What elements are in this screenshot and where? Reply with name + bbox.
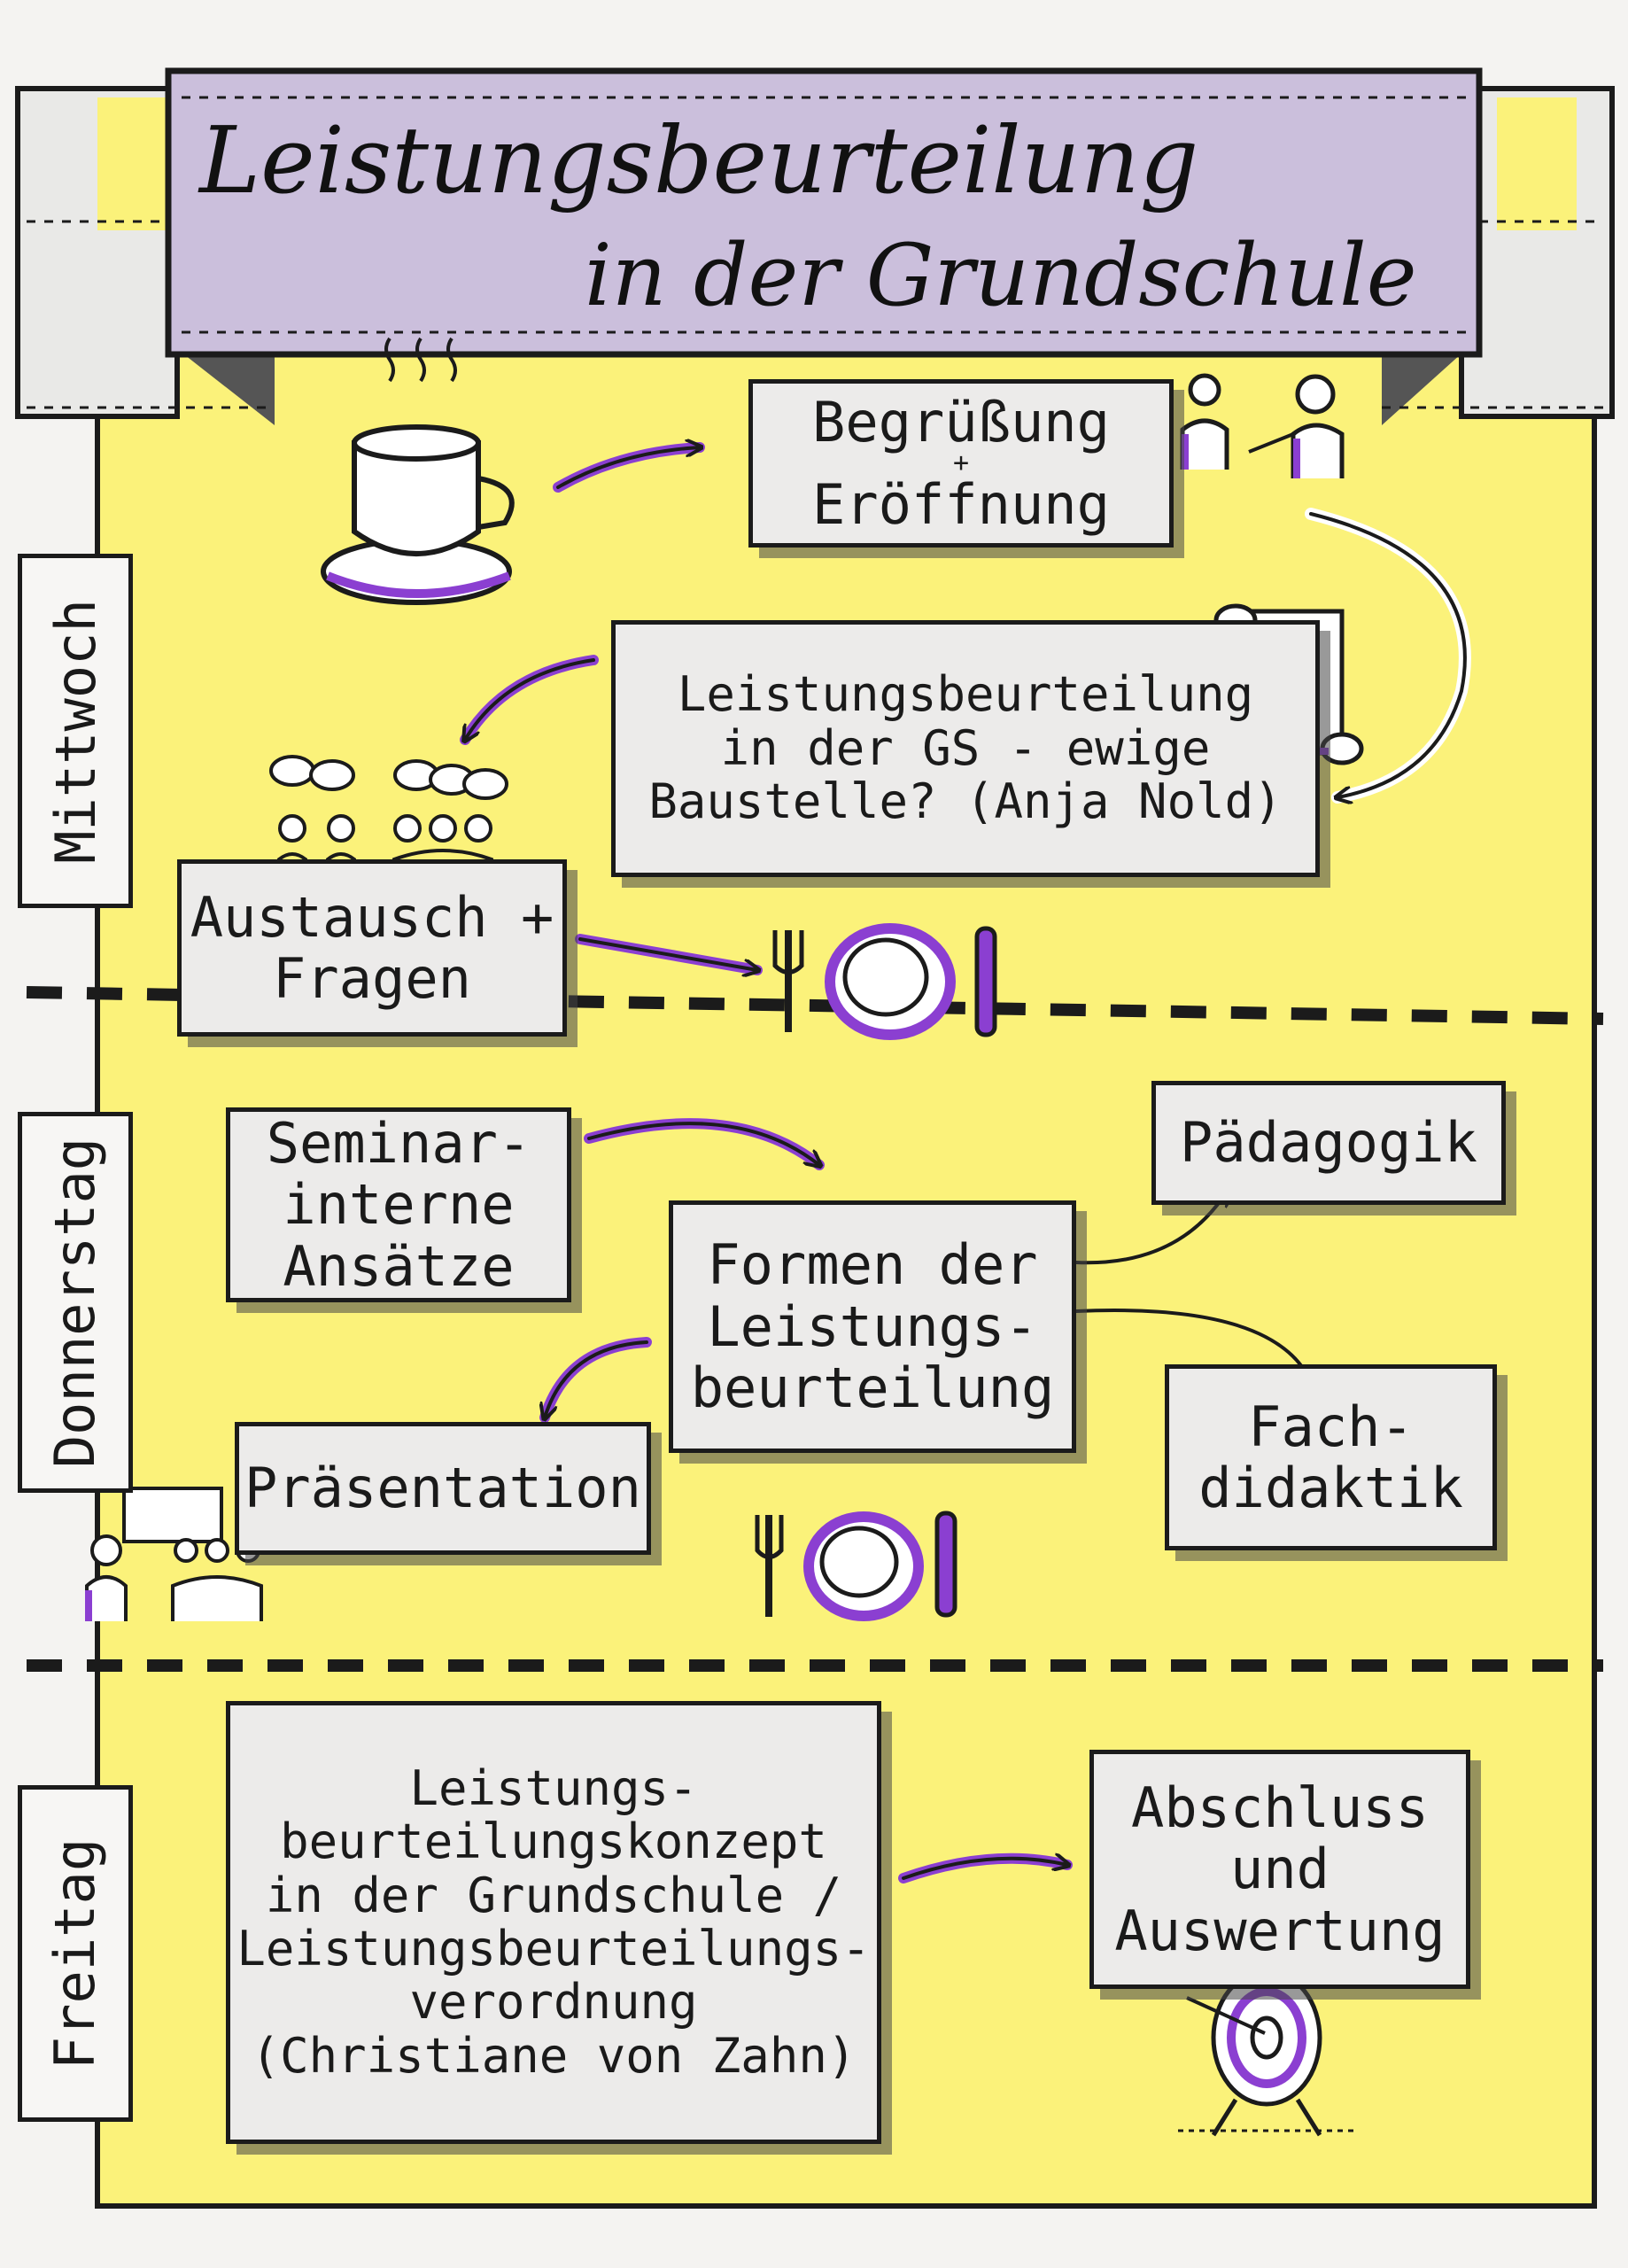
presentation-label: Präsentation (244, 1456, 641, 1521)
closing-line-3: Auswertung (1114, 1898, 1446, 1963)
greeting-line-1: Begrüßung (812, 389, 1110, 454)
approaches-line-3: Ansätze (283, 1233, 515, 1299)
talk-line-1: Leistungsbeurteilung (677, 666, 1254, 723)
box-presentation: Präsentation (235, 1422, 651, 1555)
concept-line-3: in der Grundschule / (265, 1867, 842, 1923)
forms-line-1: Formen der (707, 1232, 1038, 1298)
box-exchange: Austausch + Fragen (177, 859, 567, 1037)
concept-line-2: beurteilungskonzept (280, 1814, 827, 1870)
forms-line-2: Leistungs- (707, 1293, 1038, 1359)
presenter-icon (85, 1487, 263, 1621)
speech-bubbles-icon (269, 755, 508, 800)
day-label-wednesday-text: Mittwoch (43, 598, 108, 864)
talk-line-3: Baustelle? (Anja Nold) (648, 773, 1283, 830)
pedagogy-label: Pädagogik (1180, 1110, 1477, 1176)
target-icon (1178, 1969, 1355, 2137)
didactics-line-2: didaktik (1198, 1456, 1463, 1520)
concept-line-4: Leistungsbeurteilungs- (236, 1921, 871, 1977)
arrow-icon (460, 447, 1471, 1884)
closing-line-2: und (1230, 1837, 1330, 1902)
didactics-line-1: Fach- (1248, 1394, 1414, 1459)
day-label-friday: Freitag (18, 1785, 133, 2122)
box-concept: Leistungs- beurteilungskonzept in der Gr… (226, 1701, 881, 2144)
box-greeting: Begrüßung + Eröffnung (748, 379, 1174, 548)
closing-line-1: Abschluss (1131, 1775, 1429, 1840)
concept-line-6: (Christiane von Zahn) (251, 2027, 857, 2084)
greeting-plus: + (952, 447, 970, 478)
speaker-audience-icon (1180, 373, 1345, 478)
day-label-wednesday: Mittwoch (18, 554, 133, 908)
day-label-thursday: Donnerstag (18, 1112, 133, 1493)
people-group-icon (277, 814, 493, 886)
box-closing: Abschluss und Auswertung (1089, 1750, 1470, 1989)
box-forms-of-assessment: Formen der Leistungs- beurteilung (669, 1200, 1076, 1453)
approaches-line-1: Seminar- (266, 1110, 531, 1176)
day-label-thursday-text: Donnerstag (43, 1137, 108, 1468)
forms-line-3: beurteilung (690, 1355, 1055, 1421)
box-talk-anja-nold: Leistungsbeurteilung in der GS - ewige B… (611, 620, 1320, 877)
box-pedagogy: Pädagogik (1151, 1081, 1506, 1205)
talk-line-2: in der GS - ewige (720, 719, 1211, 776)
greeting-line-2: Eröffnung (812, 472, 1110, 537)
plate-cutlery-icon (755, 1511, 957, 1621)
exchange-line-2: Fragen (273, 946, 471, 1011)
exchange-line-1: Austausch + (190, 884, 554, 950)
plate-cutlery-icon (772, 923, 997, 1040)
concept-line-5: verordnung (409, 1974, 698, 2031)
approaches-line-2: interne (283, 1172, 515, 1238)
day-label-friday-text: Freitag (43, 1837, 108, 2070)
box-seminar-approaches: Seminar- interne Ansätze (226, 1107, 571, 1302)
title-line-2: in der Grundschule (585, 226, 1417, 325)
coffee-cup-icon (321, 337, 515, 605)
title-banner (165, 67, 1483, 358)
concept-line-1: Leistungs- (409, 1759, 698, 1816)
box-didactics: Fach- didaktik (1165, 1364, 1497, 1550)
title-line-1: Leistungsbeurteilung (199, 106, 1199, 214)
